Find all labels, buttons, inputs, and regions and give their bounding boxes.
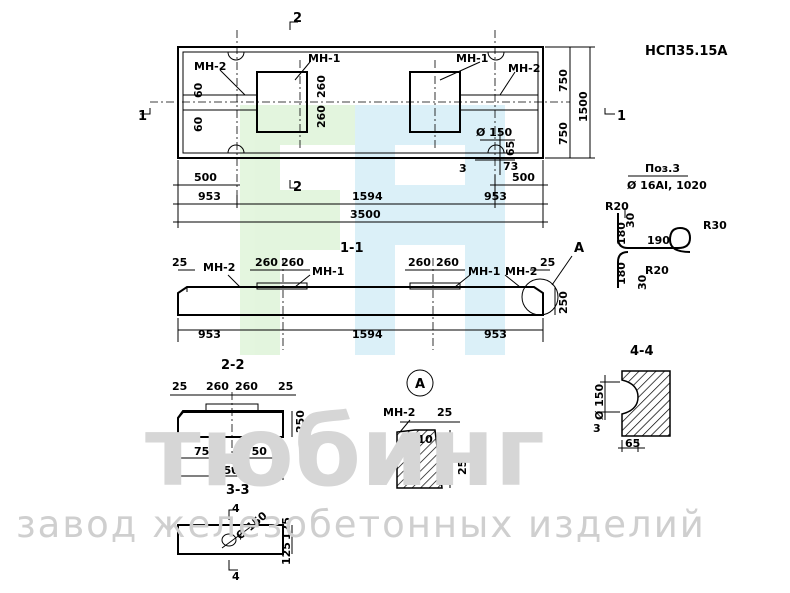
section-1-1 bbox=[177, 255, 573, 350]
dim-953-right: 953 bbox=[484, 190, 507, 203]
dim-260-b: 260 bbox=[315, 105, 328, 128]
dim-260-c-1-1: 260 bbox=[408, 256, 431, 269]
dim-500-left: 500 bbox=[194, 171, 217, 184]
dim-260-a-1-1: 260 bbox=[255, 256, 278, 269]
dim-180-bottom: 180 bbox=[615, 262, 628, 285]
dim-750-a: 750 bbox=[557, 69, 570, 92]
dim-125-b: 125 bbox=[280, 542, 293, 565]
dim-73: 73 bbox=[503, 160, 518, 173]
dim-60-b: 60 bbox=[192, 116, 205, 132]
section-2-2 bbox=[170, 392, 296, 480]
pos3-title: Поз.3 bbox=[645, 162, 680, 175]
plan-view bbox=[140, 21, 615, 228]
pos3-spec: Ø 16AI, 1020 bbox=[627, 179, 707, 192]
dim-25-left-2-2: 25 bbox=[172, 380, 187, 393]
dim-125-a: 125 bbox=[280, 517, 293, 540]
dim-953-right-1-1: 953 bbox=[484, 328, 507, 341]
dim-953-left: 953 bbox=[198, 190, 221, 203]
mn2-left-label: МН-2 bbox=[194, 60, 226, 73]
callout-a: А bbox=[574, 241, 584, 256]
cut-2-bottom: 2 bbox=[293, 180, 302, 195]
section-3-3-title: 3-3 bbox=[226, 483, 250, 498]
section-4-4-title: 4-4 bbox=[630, 344, 654, 359]
dim-3-plan: 3 bbox=[459, 162, 467, 175]
cut-1-right: 1 bbox=[617, 109, 626, 124]
dim-750-b-2-2: 750 bbox=[244, 445, 267, 458]
dim-1594: 1594 bbox=[352, 190, 383, 203]
watermark-brand: тюбинг bbox=[145, 396, 545, 508]
dim-250-detail-a: 250 bbox=[456, 452, 469, 475]
watermark-logo bbox=[240, 105, 505, 355]
mn2-detail-a: МН-2 bbox=[383, 406, 415, 419]
watermark-subtitle: завод железобетонных изделий bbox=[16, 503, 706, 546]
dim-750-a-2-2: 750 bbox=[194, 445, 217, 458]
dim-1500-2-2: 1500 bbox=[216, 464, 247, 477]
mn1-left-label: МН-1 bbox=[308, 52, 340, 65]
hole-diameter-label: Ø 150 bbox=[476, 126, 512, 139]
dim-180-top: 180 bbox=[615, 222, 628, 245]
dim-25-detail-a: 25 bbox=[437, 406, 452, 419]
mn2-left-1-1: МН-2 bbox=[203, 261, 235, 274]
dim-953-left-1-1: 953 bbox=[198, 328, 221, 341]
dim-260-a: 260 bbox=[315, 75, 328, 98]
cut-1-left: 1 bbox=[138, 109, 147, 124]
mn1-right-label: МН-1 bbox=[456, 52, 488, 65]
section-3-3 bbox=[177, 509, 293, 571]
dim-25-right-2-2: 25 bbox=[278, 380, 293, 393]
dim-250-2-2: 250 bbox=[294, 410, 307, 433]
dim-65-4-4: 65 bbox=[625, 437, 640, 450]
dim-190: 190 bbox=[647, 234, 670, 247]
dim-260-d-1-1: 260 bbox=[436, 256, 459, 269]
mn2-right-1-1: МН-2 bbox=[505, 265, 537, 278]
mn1-right-1-1: МН-1 bbox=[468, 265, 500, 278]
dim-25-left-1-1: 25 bbox=[172, 256, 187, 269]
section-1-1-title: 1-1 bbox=[340, 241, 364, 256]
dim-1594-1-1: 1594 bbox=[352, 328, 383, 341]
drawing-title: НСП35.15А bbox=[645, 44, 727, 59]
r20-bottom: R20 bbox=[645, 264, 669, 277]
dim-60-a: 60 bbox=[192, 82, 205, 98]
r20-top: R20 bbox=[605, 200, 629, 213]
dim-250-1-1: 250 bbox=[557, 291, 570, 314]
dim-500-right: 500 bbox=[512, 171, 535, 184]
r10-detail-a: R10 bbox=[409, 433, 433, 446]
dim-260-a-2-2: 260 bbox=[206, 380, 229, 393]
dim-3500: 3500 bbox=[350, 208, 381, 221]
section-2-2-title: 2-2 bbox=[221, 358, 245, 373]
dim-30-top: 30 bbox=[624, 212, 637, 228]
dim-65-plan: 65 bbox=[504, 141, 517, 156]
dim-3-4-4: 3 bbox=[593, 422, 601, 435]
cut-2-top: 2 bbox=[293, 11, 302, 26]
detail-a bbox=[396, 369, 460, 489]
detail-a-title: А bbox=[415, 377, 425, 392]
dim-260-b-1-1: 260 bbox=[281, 256, 304, 269]
dim-25-right-1-1: 25 bbox=[540, 256, 555, 269]
section-4-4 bbox=[600, 370, 671, 452]
r30: R30 bbox=[703, 219, 727, 232]
dim-260-b-2-2: 260 bbox=[235, 380, 258, 393]
cut-4-top: 4 bbox=[232, 502, 240, 515]
dim-1500: 1500 bbox=[577, 91, 590, 122]
dim-30-bottom: 30 bbox=[636, 274, 649, 290]
dim-750-b: 750 bbox=[557, 122, 570, 145]
cut-4-bottom: 4 bbox=[232, 570, 240, 583]
mn2-right-label: МН-2 bbox=[508, 62, 540, 75]
hole-label-4-4: Ø 150 bbox=[593, 384, 606, 420]
mn1-left-1-1: МН-1 bbox=[312, 265, 344, 278]
pos3-loop bbox=[617, 175, 692, 288]
